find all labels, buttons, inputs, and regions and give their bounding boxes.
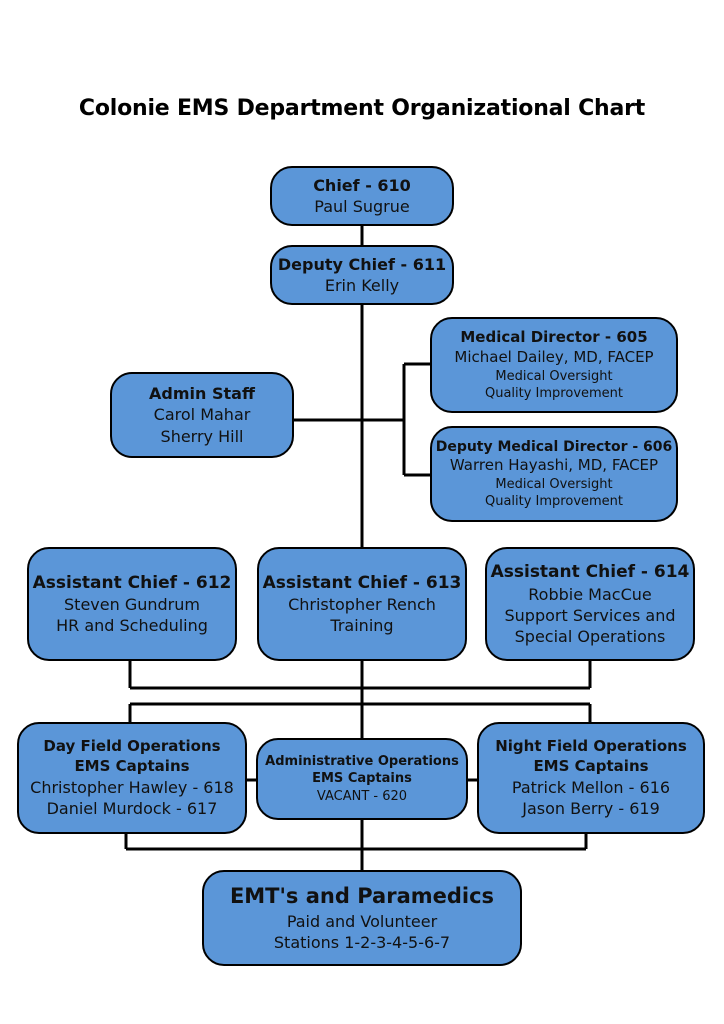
medical-director-name: Michael Dailey, MD, FACEP: [454, 347, 654, 366]
night-captain: Patrick Mellon - 616: [511, 777, 671, 797]
administrative-operations-box: Administrative Operations EMS Captains V…: [256, 738, 468, 820]
assistant-chief-612-name: Steven Gundrum: [64, 595, 200, 615]
medical-director-box: Medical Director - 605 Michael Dailey, M…: [430, 317, 678, 413]
assistant-chief-612-box: Assistant Chief - 612 Steven Gundrum HR …: [27, 547, 237, 661]
day-captain: Daniel Murdock - 617: [46, 798, 218, 818]
deputy-chief-box: Deputy Chief - 611 Erin Kelly: [270, 245, 454, 305]
night-field-operations-title: Night Field Operations: [495, 737, 687, 756]
assistant-chief-614-role: Support Services and: [504, 605, 676, 625]
night-captain: Jason Berry - 619: [522, 798, 660, 818]
assistant-chief-612-title: Assistant Chief - 612: [32, 572, 232, 593]
night-field-operations-box: Night Field Operations EMS Captains Patr…: [477, 722, 705, 834]
day-captain: Christopher Hawley - 618: [30, 777, 234, 797]
assistant-chief-613-name: Christopher Rench: [288, 595, 436, 615]
deputy-chief-name: Erin Kelly: [324, 276, 400, 295]
assistant-chief-614-role: Special Operations: [514, 626, 666, 646]
deputy-chief-title: Deputy Chief - 611: [277, 254, 447, 274]
deputy-medical-director-name: Warren Hayashi, MD, FACEP: [449, 456, 659, 475]
admin-staff-title: Admin Staff: [149, 384, 255, 404]
assistant-chief-613-title: Assistant Chief - 613: [262, 572, 462, 593]
medical-director-duty: Medical Oversight: [495, 368, 613, 384]
administrative-operations-title: Administrative Operations: [265, 754, 459, 770]
admin-staff-member: Sherry Hill: [160, 426, 244, 446]
assistant-chief-614-title: Assistant Chief - 614: [490, 562, 690, 583]
admin-ops-captain: VACANT - 620: [316, 788, 408, 804]
assistant-chief-613-role: Training: [330, 616, 394, 636]
chief-title: Chief - 610: [313, 175, 411, 195]
chart-title: Colonie EMS Department Organizational Ch…: [78, 96, 646, 121]
admin-staff-member: Carol Mahar: [153, 405, 251, 425]
deputy-medical-director-title: Deputy Medical Director - 606: [435, 438, 673, 455]
day-field-operations-box: Day Field Operations EMS Captains Christ…: [17, 722, 247, 834]
chief-name: Paul Sugrue: [314, 197, 410, 216]
emts-paramedics-line: Stations 1-2-3-4-5-6-7: [273, 932, 451, 952]
emts-paramedics-line: Paid and Volunteer: [286, 911, 438, 931]
medical-director-title: Medical Director - 605: [460, 328, 648, 347]
assistant-chief-613-box: Assistant Chief - 613 Christopher Rench …: [257, 547, 467, 661]
assistant-chief-614-name: Robbie MacCue: [528, 584, 652, 604]
emts-paramedics-box: EMT's and Paramedics Paid and Volunteer …: [202, 870, 522, 966]
day-field-operations-title: Day Field Operations: [43, 737, 221, 756]
medical-director-duty: Quality Improvement: [484, 385, 624, 401]
night-field-operations-subtitle: EMS Captains: [533, 756, 649, 775]
chief-box: Chief - 610 Paul Sugrue: [270, 166, 454, 226]
day-field-operations-subtitle: EMS Captains: [74, 756, 190, 775]
deputy-medical-director-duty: Quality Improvement: [484, 494, 624, 510]
deputy-medical-director-box: Deputy Medical Director - 606 Warren Hay…: [430, 426, 678, 522]
emts-paramedics-title: EMT's and Paramedics: [229, 884, 495, 909]
admin-staff-box: Admin Staff Carol Mahar Sherry Hill: [110, 372, 294, 458]
assistant-chief-612-role: HR and Scheduling: [56, 616, 208, 636]
assistant-chief-614-box: Assistant Chief - 614 Robbie MacCue Supp…: [485, 547, 695, 661]
deputy-medical-director-duty: Medical Oversight: [495, 476, 613, 492]
administrative-operations-subtitle: EMS Captains: [312, 771, 412, 787]
